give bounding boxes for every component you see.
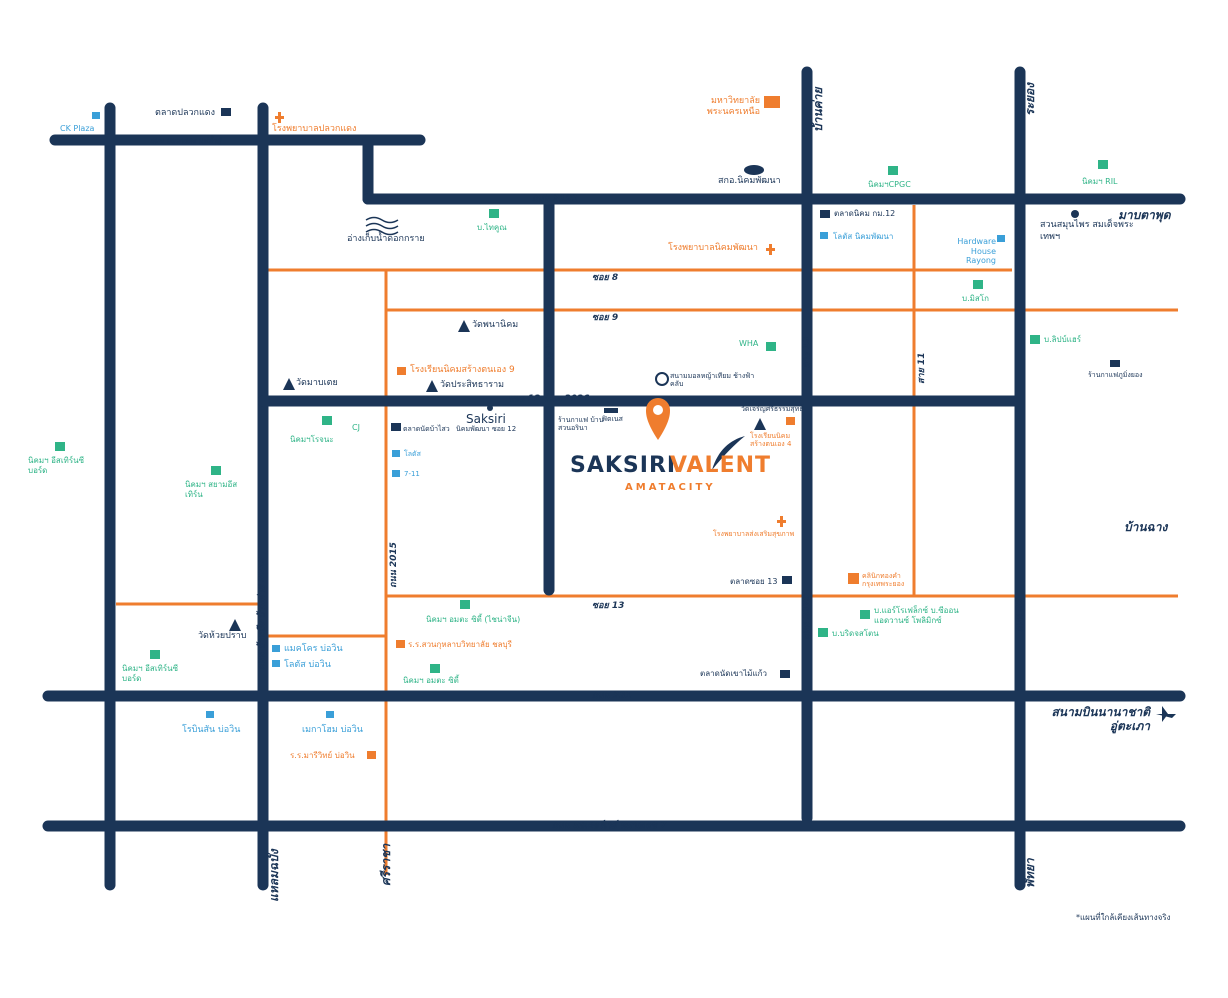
- area-airport: สนามบินนานาชาติ อู่ตะเภา: [1051, 705, 1150, 733]
- place-school-suan: ร.ร.สวนกุหลาบวิทยาลัย ชลบุรี: [408, 640, 512, 649]
- road-ploakdaeng-label: ถนน ปลวกแดง-แม่น้ำคู้: [150, 137, 222, 145]
- market-icons: [221, 108, 830, 678]
- place-megahome: เมกาโฮม บ่อวิน: [302, 725, 363, 735]
- place-watcharoen: วัดเจริญศรีธรรมสุทธิ์: [741, 405, 804, 413]
- place-ckplaza: CK Plaza: [60, 124, 95, 133]
- place-hosp-sukkaphap: โรงพยาบาลส่งเสริมสุขภาพ: [713, 530, 795, 538]
- place-lotus-bowin: โลตัส บ่อวิน: [284, 660, 331, 670]
- place-lotus: โลตัส: [404, 450, 421, 458]
- place-ril: นิคมฯ RIL: [1082, 177, 1118, 186]
- place-university: มหาวิทยาลัย พระนครเหนือ: [706, 96, 760, 117]
- place-cpgc: นิคมฯCPGC: [868, 180, 911, 189]
- place-dokkrai: อ่างเก็บน้ำดอกกราย: [347, 234, 425, 244]
- area-rayong: ระยอง: [1023, 83, 1037, 116]
- road-331-label: ถนน 331: [592, 691, 632, 701]
- place-fitness: ฟิตเนส: [602, 415, 623, 423]
- suansamunprai-dot-icon: [1071, 210, 1079, 218]
- road-36-label: ถนน 36: [1015, 598, 1025, 632]
- airplane-icon: [1156, 706, 1176, 722]
- place-misako: บ.มิสโก: [962, 294, 989, 303]
- place-watphananikhom: วัดพนานิคม: [472, 320, 519, 330]
- project-subname: AMATACITY: [625, 482, 716, 493]
- school-icons: [367, 96, 795, 759]
- place-sko: สกอ.นิคมพัฒนา: [718, 176, 781, 186]
- area-sriracha: ศรีราชา: [379, 843, 393, 886]
- main-roads: [42, 66, 1186, 891]
- place-siam-eastern: นิคมฯ สยามอีสเทิร์น: [185, 480, 238, 499]
- place-hosp-ploakdaeng: โรงพยาบาลปลวกแดง: [272, 124, 357, 134]
- place-talat-ploakdaeng: ตลาดปลวกแดง: [155, 108, 216, 118]
- road-2026-label: ซอย 12 ถนน 2026: [508, 394, 590, 404]
- place-bridgestone: บ.บริดจสโตน: [832, 629, 879, 638]
- place-saksiri-sub: นิคมพัฒนา ซอย 12: [456, 425, 517, 433]
- place-lipbai: บ.ลิปบ์แฮร์: [1044, 335, 1082, 344]
- place-makro: แมคโคร บ่อวิน: [284, 644, 343, 654]
- place-stadium: สนามมอลหญ้าเทียม ช้างฟ้าคลับ: [670, 372, 755, 389]
- area-pattaya: พัทยา: [1023, 858, 1037, 888]
- place-wha: WHA: [739, 339, 759, 348]
- place-nikhom-eastern-top: นิคมฯ อีสเทิร์นซีบอร์ด: [28, 456, 85, 475]
- sai-15-label: สาย 15: [545, 336, 555, 368]
- secondary-roads: [116, 205, 1178, 875]
- stadium-icon: [655, 372, 669, 386]
- place-wathuaiprab: วัดห้วยปราบ: [198, 631, 247, 641]
- place-robinson: โรบินสัน บ่อวิน: [182, 725, 241, 735]
- area-maptaphut: มาบตาพุด: [1118, 208, 1171, 222]
- place-airpro: บ.แอร์โรเฟล็กซ์ บ.ซีออน แอดวานซ์ โพลิมิก…: [874, 606, 959, 626]
- road-3013-label: ถนน บ้านบึง-บ้านค่าย 3013: [257, 556, 267, 670]
- place-nikhom-rojana: นิคมฯโรจนะ: [290, 435, 334, 444]
- fitness-icon: [604, 408, 618, 413]
- place-cafe-mid: ร้านกาแฟ บ้านสวนอรินา: [558, 416, 604, 433]
- place-hosp-nikhom: โรงพยาบาลนิคมพัฒนา: [668, 243, 758, 253]
- road-2015-label: ถนน 2015: [389, 542, 399, 588]
- area-bankhai: บ้านค่าย: [811, 87, 825, 132]
- clinic-icon: [848, 573, 859, 584]
- saksiri-dot-icon: [487, 405, 493, 411]
- place-cj: CJ: [352, 423, 360, 432]
- place-school-mari: ร.ร.มารีวิทย์ บ่อวิน: [290, 751, 355, 760]
- temple-icons: [229, 320, 766, 631]
- place-watprasit: วัดประสิทธาราม: [440, 380, 505, 390]
- cart-icons: [92, 112, 1005, 718]
- place-taikun: บ.ไทคูณ: [477, 223, 507, 232]
- place-hardware-house: Hardware House Rayong: [957, 237, 996, 266]
- road-3191-label: ถนน 3191: [532, 194, 578, 204]
- soi-13-label: ซอย 13: [592, 601, 625, 611]
- place-talat-khao: ตลาดนัดเขาไม้แก้ว: [700, 669, 767, 678]
- place-amata-china: นิคมฯ อมตะ ซิตี้ (ไชน่าจีน): [426, 615, 521, 624]
- soi-8-label: ซอย 8: [592, 273, 619, 283]
- sai-13-label: สาย 13: [802, 336, 812, 368]
- place-suansamunprai: สวนสมุนไพร สมเด็จพระเทพฯ: [1040, 220, 1134, 242]
- place-school-9: โรงเรียนนิคมสร้างตนเอง 9: [410, 365, 515, 375]
- location-pin-icon: [646, 398, 670, 440]
- place-clinic: คลินิกทองคำ กรุงเทพระยอง: [862, 572, 905, 589]
- area-banchang: บ้านฉาง: [1124, 520, 1168, 534]
- project-name-2: VALENT: [670, 453, 772, 478]
- place-cafe-right: ร้านกาแฟภูมิ่งยอง: [1088, 371, 1143, 379]
- reservoir-icon: [365, 216, 399, 236]
- place-nikhom-eastern-low: นิคมฯ อีสเทิร์นซีบอร์ด: [122, 664, 179, 683]
- place-school-4: โรงเรียนนิคม สร้างตนเอง 4: [750, 432, 792, 449]
- project-name-1: SAKSIRI: [570, 453, 677, 478]
- motorway-label: ถนน มอเตอร์เวย์ หมายเลข 7: [552, 821, 667, 831]
- place-talat-nikhom: ตลาดนิคม กม.12: [834, 209, 896, 218]
- place-market-nam: ตลาดนัดบ้าไสว: [403, 425, 450, 433]
- place-talat-soi13: ตลาดซอย 13: [730, 577, 778, 586]
- sai-11-label: สาย 11: [917, 352, 927, 384]
- factory-icons: [55, 160, 1108, 673]
- road-3375-label: ถนน 3375: [802, 594, 812, 640]
- cafe-right-icon: [1110, 360, 1120, 367]
- place-amata: นิคมฯ อมตะ ซิตี้: [403, 676, 459, 685]
- place-seven-eleven: 7-11: [404, 470, 420, 478]
- cafe-icon: [576, 398, 586, 405]
- area-laemchabang: แหลมฉบัง: [267, 849, 281, 902]
- footnote: *แผนที่ใกล้เคียงเส้นทางจริง: [1076, 913, 1171, 922]
- sko-icon: [744, 165, 764, 175]
- place-saksiri: Saksiri: [466, 412, 506, 426]
- place-watmabtoei: วัดมาบเตย: [296, 378, 338, 388]
- hospital-icons: [275, 112, 786, 527]
- soi-9-label: ซอย 9: [592, 313, 619, 323]
- place-lotus-nikhom: โลตัส นิคมพัฒนา: [833, 232, 894, 241]
